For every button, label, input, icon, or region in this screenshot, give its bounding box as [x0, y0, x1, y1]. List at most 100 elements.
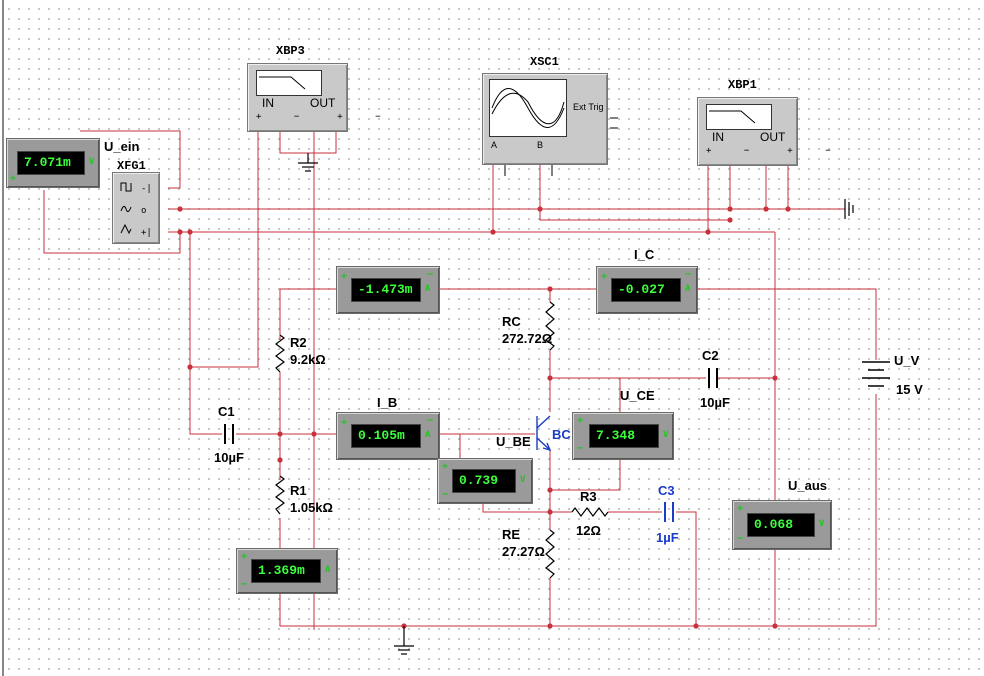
r2-current-display: -1.473m	[351, 278, 421, 302]
u-aus-label: U_aus	[788, 478, 828, 493]
minus-terminal-icon: −	[737, 533, 744, 544]
i-b-label: I_B	[377, 395, 398, 410]
xbp3-bode-plotter[interactable]: IN OUT + − + −	[247, 63, 381, 132]
rc-ref-label: RC	[502, 314, 521, 329]
u-be-unit: V	[520, 475, 526, 485]
c3-symbol	[664, 502, 674, 522]
scope-ground-stubs	[504, 117, 618, 176]
i-c-value: -0.027	[618, 282, 665, 297]
u-be-display: 0.739	[452, 469, 516, 493]
u-ce-value: 7.348	[596, 428, 636, 443]
re-value-label: 27.27Ω	[502, 544, 545, 559]
c2-value-label: 10µF	[700, 395, 730, 410]
u-aus-meter[interactable]: + 0.068 V −	[732, 500, 832, 550]
plus-terminal-icon: +	[341, 271, 348, 282]
r1-current-unit: A	[325, 565, 331, 575]
r2-ref-label: R2	[290, 335, 307, 350]
minus-terminal-icon: −	[427, 415, 434, 426]
square-wave-icon	[120, 182, 132, 192]
xbp1-pin-marks: + − + −	[706, 146, 831, 156]
i-b-value: 0.105m	[358, 428, 405, 443]
svg-text:-|: -|	[141, 184, 152, 194]
xfg1-title: XFG1	[117, 159, 146, 173]
r1-symbol	[275, 475, 285, 515]
r2-current-unit: A	[425, 284, 431, 294]
plus-terminal-icon: +	[241, 551, 248, 562]
i-c-unit: A	[685, 284, 691, 294]
plus-terminal-icon: +	[442, 461, 449, 472]
xfg1-wave-icons: -| o +|	[120, 182, 152, 238]
c1-ref-label: C1	[218, 404, 235, 419]
r1-current-meter[interactable]: + 1.369m A −	[236, 548, 338, 594]
i-c-meter[interactable]: + -0.027 A −	[596, 266, 698, 314]
c2-ref-label: C2	[702, 348, 719, 363]
r2-current-meter[interactable]: + -1.473m A −	[336, 266, 440, 314]
i-c-label: I_C	[634, 247, 655, 262]
re-symbol	[545, 529, 555, 579]
resistors	[275, 301, 609, 579]
rc-value-label: 272.72Ω	[502, 331, 553, 346]
plus-terminal-icon: +	[577, 415, 584, 426]
r3-ref-label: R3	[580, 489, 597, 504]
i-c-display: -0.027	[611, 278, 681, 302]
u-ein-label: U_ein	[104, 139, 140, 154]
svg-text:+|: +|	[141, 228, 152, 238]
xsc1-channel-b-label: B	[537, 140, 544, 150]
ground-symbols	[298, 153, 854, 655]
c3-value-label: 1µF	[656, 530, 679, 545]
r1-current-value: 1.369m	[258, 563, 305, 578]
svg-text:o: o	[141, 206, 146, 216]
re-ref-label: RE	[502, 527, 521, 542]
xbp3-out-label: OUT	[310, 96, 336, 110]
xbp3-pin-marks: + − + −	[256, 112, 381, 122]
c3-ref-label: C3	[658, 483, 675, 498]
xbp3-title: XBP3	[276, 44, 305, 58]
u-be-label: U_BE	[496, 434, 531, 449]
minus-terminal-icon: −	[241, 579, 248, 590]
triangle-wave-icon	[120, 223, 132, 235]
u-ein-unit: V	[89, 157, 95, 167]
battery-symbol	[862, 361, 890, 387]
i-b-unit: A	[425, 430, 431, 440]
xsc1-oscilloscope[interactable]: Ext Trig A B	[482, 73, 608, 165]
xsc1-channel-a-label: A	[491, 140, 498, 150]
u-ein-value: 7.071m	[24, 155, 71, 170]
u-be-meter[interactable]: + 0.739 V −	[437, 458, 533, 504]
xbp1-bode-plotter[interactable]: IN OUT + − + −	[697, 97, 831, 166]
xbp1-out-label: OUT	[760, 130, 786, 144]
u-be-value: 0.739	[459, 473, 499, 488]
xbp1-in-label: IN	[712, 130, 724, 144]
plus-terminal-icon: +	[341, 417, 348, 428]
r2-symbol	[275, 334, 285, 373]
xfg1-function-generator[interactable]: -| o +|	[112, 172, 160, 244]
r3-value-label: 12Ω	[576, 523, 601, 538]
minus-terminal-icon: −	[442, 489, 449, 500]
q1-ref-label: BC	[552, 427, 571, 442]
plus-terminal-icon: +	[10, 173, 17, 184]
c1-value-label: 10µF	[214, 450, 244, 465]
u-aus-display: 0.068	[747, 513, 815, 537]
xbp1-title: XBP1	[728, 78, 757, 92]
plus-terminal-icon: +	[737, 503, 744, 514]
xsc1-title: XSC1	[530, 55, 559, 69]
r3-symbol	[571, 507, 609, 517]
transistor-symbol	[536, 415, 552, 452]
xsc1-waveform-icon	[491, 88, 565, 128]
xsc1-screen	[489, 79, 567, 137]
rc-symbol	[545, 301, 555, 351]
r1-value-label: 1.05kΩ	[290, 500, 333, 515]
i-b-meter[interactable]: + 0.105m A −	[336, 412, 440, 460]
u-v-value-label: 15 V	[896, 382, 923, 397]
u-ce-label: U_CE	[620, 388, 655, 403]
u-ce-meter[interactable]: + 7.348 V −	[572, 412, 674, 460]
minus-terminal-icon: −	[577, 443, 584, 454]
u-ein-display: 7.071m	[17, 151, 85, 175]
wires	[43, 130, 877, 630]
plus-terminal-icon: +	[601, 271, 608, 282]
xbp1-screen	[706, 104, 772, 130]
u-aus-value: 0.068	[754, 517, 794, 532]
u-ein-meter[interactable]: 7.071m V +	[6, 138, 100, 188]
capacitors	[224, 368, 718, 444]
r1-current-display: 1.369m	[251, 559, 321, 583]
